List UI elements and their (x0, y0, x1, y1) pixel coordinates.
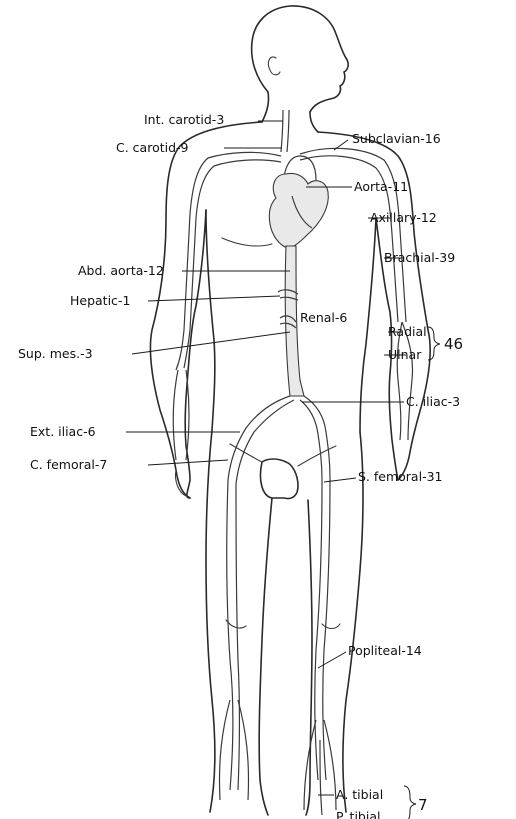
label-int-carotid: Int. carotid-3 (144, 112, 224, 127)
body-outline (150, 6, 430, 815)
neck-right (310, 112, 318, 132)
left-tibial-a (219, 700, 230, 800)
label-hepatic: Hepatic-1 (70, 293, 130, 308)
label-abd-aorta: Abd. aorta-12 (78, 263, 164, 278)
torso-right (360, 218, 376, 432)
label-renal: Renal-6 (300, 310, 347, 325)
label-popliteal: Popliteal-14 (348, 643, 422, 658)
left-iliac-inner (236, 400, 294, 484)
left-femoral-a (227, 480, 233, 790)
label-sup-mes: Sup. mes.-3 (18, 346, 93, 361)
right-tibial-b (324, 720, 336, 810)
pelvis-line-right (298, 446, 336, 466)
right-forearm-vessel-a (397, 322, 402, 440)
carotid-artery-right-wall (287, 110, 289, 152)
right-iliac-inner (300, 400, 322, 480)
heart (269, 173, 328, 248)
label-c-femoral: C. femoral-7 (30, 457, 107, 472)
genitalia (260, 459, 298, 499)
label-aorta: Aorta-11 (354, 179, 408, 194)
left-knee (226, 620, 246, 628)
label-ext-iliac: Ext. iliac-6 (30, 424, 96, 439)
label-subclavian: Subclavian-16 (352, 131, 441, 146)
label-c-iliac: C. iliac-3 (406, 394, 460, 409)
right-leg-outer (343, 432, 363, 812)
leader-popliteal (318, 652, 346, 668)
leader-sup-mes (132, 332, 290, 354)
label-p-tibial: P. tibial (336, 809, 380, 819)
left-iliac-outer (228, 396, 290, 480)
label-axillary: Axillary-12 (370, 210, 437, 225)
right-femoral-b (323, 478, 330, 780)
left-subclavian-inner (184, 160, 281, 368)
carotid-artery-left-wall (281, 110, 283, 152)
brace-tibial (404, 786, 416, 819)
right-tibial-c (320, 740, 322, 815)
right-forearm-vessel-b (402, 322, 413, 440)
label-radial-ulnar-total: 46 (444, 335, 463, 353)
neck-left (262, 92, 269, 122)
label-c-carotid: C. carotid-9 (116, 140, 189, 155)
head-outline (252, 6, 349, 112)
right-knee (322, 624, 340, 629)
label-tibial-total: 7 (418, 796, 428, 814)
left-leg-inner (259, 498, 272, 815)
label-s-femoral: S. femoral-31 (358, 469, 443, 484)
label-a-tibial: A. tibial (336, 787, 383, 802)
label-ulnar: Ulnar (388, 347, 422, 362)
ear (268, 57, 280, 75)
torso-left (206, 210, 215, 430)
right-femoral-a (315, 480, 322, 780)
left-forearm-vessel-a (173, 370, 178, 460)
left-leg-outer (206, 430, 215, 812)
leader-s-femoral (324, 478, 356, 482)
left-arm-outer (150, 122, 262, 498)
label-brachial: Brachial-39 (384, 250, 455, 265)
left-femoral-b (236, 484, 240, 790)
leader-hepatic (148, 296, 280, 301)
label-radial: Radial (388, 324, 427, 339)
chest-line (222, 238, 272, 246)
